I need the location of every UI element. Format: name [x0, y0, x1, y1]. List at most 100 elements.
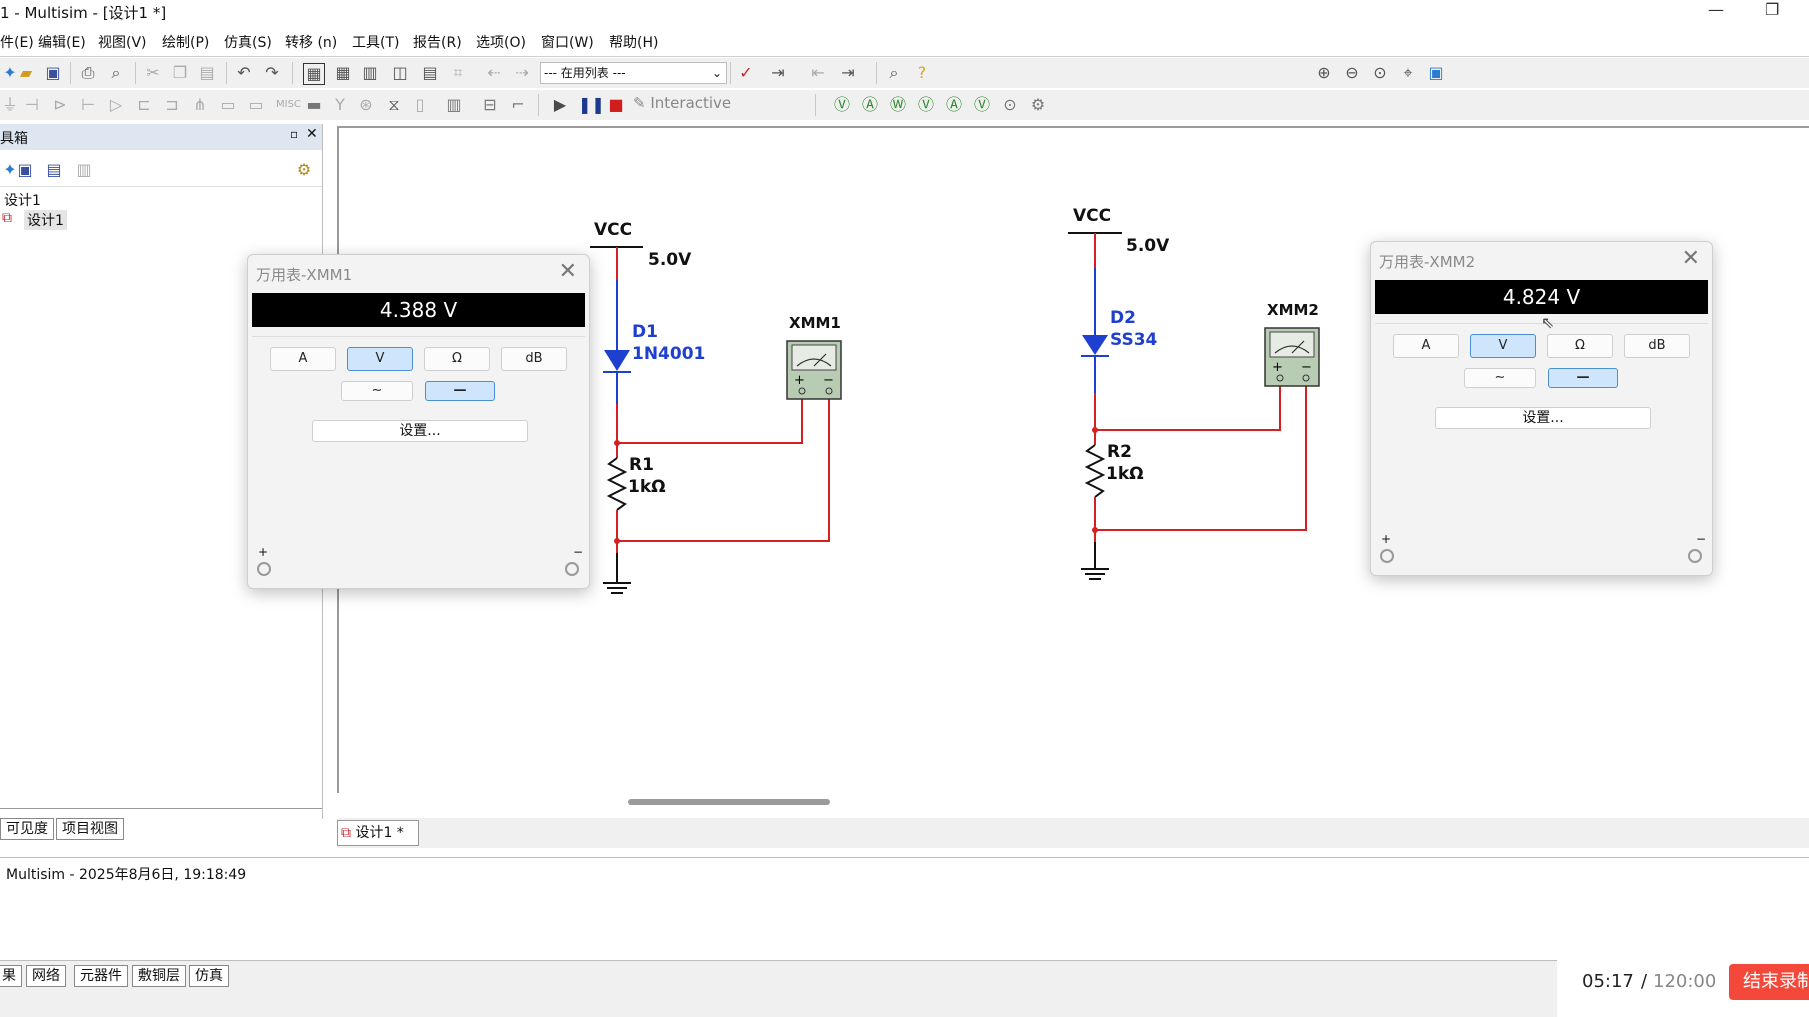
paste-icon[interactable]: ▤ [199, 63, 215, 82]
menu-place[interactable]: 绘制(P) [162, 35, 210, 51]
save-design-icon[interactable]: ▣ [17, 160, 33, 179]
dmm1-mode-db[interactable]: dB [501, 347, 567, 371]
horizontal-scrollbar[interactable] [628, 799, 830, 805]
component-wizard-icon[interactable]: ⌗ [453, 63, 463, 82]
dmm1-mode-a[interactable]: A [270, 347, 336, 371]
erc-icon[interactable]: ✓ [739, 63, 753, 82]
open-design-icon[interactable]: ▤ [46, 160, 62, 179]
dmm1-ac-button[interactable]: ∼ [341, 381, 413, 401]
tab-nets[interactable]: 网络 [26, 965, 66, 987]
misc-digital-icon[interactable]: ⋔ [193, 95, 207, 114]
mixed-icon[interactable]: ▭ [220, 95, 236, 114]
dmm2-mode-ohm[interactable]: Ω [1547, 334, 1613, 358]
dmm2-plus-terminal[interactable] [1380, 549, 1394, 563]
mcu-icon[interactable]: ▥ [446, 95, 462, 114]
ttl-icon[interactable]: ⊏ [137, 95, 151, 114]
fullscreen-icon[interactable]: ▣ [1428, 63, 1444, 82]
indicator-icon[interactable]: ▭ [248, 95, 264, 114]
tab-simulation[interactable]: 仿真 [189, 965, 229, 987]
dmm1-mode-ohm[interactable]: Ω [424, 347, 490, 371]
dmm2-ac-button[interactable]: ∼ [1464, 368, 1536, 388]
tab-copper-layers[interactable]: 敷铜层 [132, 965, 186, 987]
ni-icon[interactable]: ⧖ [388, 95, 400, 114]
interactive-mode[interactable]: ✎ Interactive [633, 94, 731, 112]
rf-icon[interactable]: Y [335, 95, 345, 114]
stop-recording-button[interactable]: 结束录制 [1729, 964, 1809, 1000]
grapher-icon[interactable]: ◫ [392, 63, 408, 82]
dmm1-minus-terminal[interactable] [565, 562, 579, 576]
print-preview-icon[interactable]: ⌕ [111, 63, 121, 82]
misc-icon[interactable]: MISC [276, 99, 301, 110]
cmos-icon[interactable]: ⊐ [165, 95, 179, 114]
database-icon[interactable]: ▥ [362, 63, 378, 82]
source-icon[interactable]: ⏚ [1, 95, 18, 114]
tab-project-view[interactable]: 项目视图 [56, 818, 124, 840]
dmm2-mode-v[interactable]: V [1470, 334, 1536, 358]
transistor-icon[interactable]: ⊢ [81, 95, 95, 114]
electromech-icon[interactable]: ⊛ [359, 95, 373, 114]
stop-icon[interactable]: ■ [608, 95, 624, 114]
menu-transfer[interactable]: 转移 (n) [285, 35, 338, 51]
menu-file[interactable]: 件(E) [0, 35, 34, 51]
transfer-icon[interactable]: ⇥ [771, 63, 785, 82]
new-design-icon[interactable]: ✦ [3, 160, 17, 179]
menu-edit[interactable]: 编辑(E) [38, 35, 86, 51]
forward-annotate-icon[interactable]: ⇢ [515, 63, 529, 82]
menu-tools[interactable]: 工具(T) [352, 35, 400, 51]
menu-options[interactable]: 选项(O) [476, 35, 526, 51]
tab-visibility[interactable]: 可见度 [0, 818, 54, 840]
panel-pin-icon[interactable]: ▫ [290, 127, 299, 141]
in-use-list-dropdown[interactable]: --- 在用列表 --- ⌄ [540, 62, 727, 84]
menu-simulate[interactable]: 仿真(S) [224, 35, 272, 51]
bus-icon[interactable]: ⌐ [511, 95, 525, 114]
cut-icon[interactable]: ✂ [146, 63, 160, 82]
zoom-out-icon[interactable]: ⊖ [1345, 63, 1359, 82]
find-icon[interactable]: ⌕ [889, 63, 899, 82]
diode-icon[interactable]: ⊳ [53, 95, 67, 114]
design-toolbox-icon[interactable]: ▦ [303, 63, 325, 85]
new-icon[interactable]: ✦ [3, 63, 17, 82]
tree-root[interactable]: 设计1 [4, 193, 41, 209]
spreadsheet-icon[interactable]: ▦ [335, 63, 351, 82]
hierarchy-icon[interactable]: ⚙ [296, 160, 312, 179]
dmm1-dc-button[interactable]: — [425, 381, 495, 401]
hierarchical-block-icon[interactable]: ⊟ [483, 95, 497, 114]
dmm1-close-icon[interactable]: ✕ [558, 259, 577, 284]
zoom-fit-icon[interactable]: ⌖ [1403, 63, 1413, 82]
menu-reports[interactable]: 报告(R) [413, 35, 462, 51]
copy-icon[interactable]: ❐ [172, 63, 188, 82]
zoom-in-icon[interactable]: ⊕ [1317, 63, 1331, 82]
dmm2-mode-a[interactable]: A [1393, 334, 1459, 358]
analog-icon[interactable]: ▷ [109, 95, 123, 114]
dmm2-minus-terminal[interactable] [1688, 549, 1702, 563]
zoom-area-icon[interactable]: ⊙ [1373, 63, 1387, 82]
probe-current-icon[interactable]: Ⓐ [861, 95, 878, 114]
dmm2-dc-button[interactable]: — [1548, 368, 1618, 388]
probe-reference-icon[interactable]: ⊙ [1003, 95, 1017, 114]
dmm1-settings-button[interactable]: 设置... [312, 420, 528, 442]
back-annotate-ultiboard-icon[interactable]: ⇤ [811, 63, 825, 82]
pause-icon[interactable]: ❚❚ [578, 95, 605, 114]
panel-close-icon[interactable]: ✕ [306, 126, 318, 142]
dmm2-close-icon[interactable]: ✕ [1681, 246, 1700, 271]
forward-annotate-ultiboard-icon[interactable]: ⇥ [841, 63, 855, 82]
probe-settings-icon[interactable]: ⚙ [1030, 95, 1046, 114]
save-icon[interactable]: ▣ [45, 63, 61, 82]
probe-power-icon[interactable]: Ⓦ [889, 95, 906, 114]
delete-design-icon[interactable]: ▥ [76, 160, 92, 179]
probe-digital-icon[interactable]: Ⓥ [973, 95, 990, 114]
tab-components[interactable]: 元器件 [74, 965, 128, 987]
help-icon[interactable]: ? [917, 63, 927, 82]
open-folder-icon[interactable]: ▰ [19, 63, 33, 82]
restore-button[interactable]: ❐ [1765, 0, 1780, 19]
run-icon[interactable]: ▶ [553, 95, 567, 114]
postprocessor-icon[interactable]: ▤ [422, 63, 438, 82]
probe-va-icon[interactable]: Ⓐ [945, 95, 962, 114]
print-icon[interactable]: ⎙ [81, 63, 95, 82]
dmm2-settings-button[interactable]: 设置... [1435, 407, 1651, 429]
menu-view[interactable]: 视图(V) [98, 35, 147, 51]
tab-results[interactable]: 果 [0, 965, 22, 987]
menu-window[interactable]: 窗口(W) [541, 35, 594, 51]
tree-item-design[interactable]: 设计1 [24, 210, 67, 230]
probe-voltage-icon[interactable]: Ⓥ [833, 95, 850, 114]
